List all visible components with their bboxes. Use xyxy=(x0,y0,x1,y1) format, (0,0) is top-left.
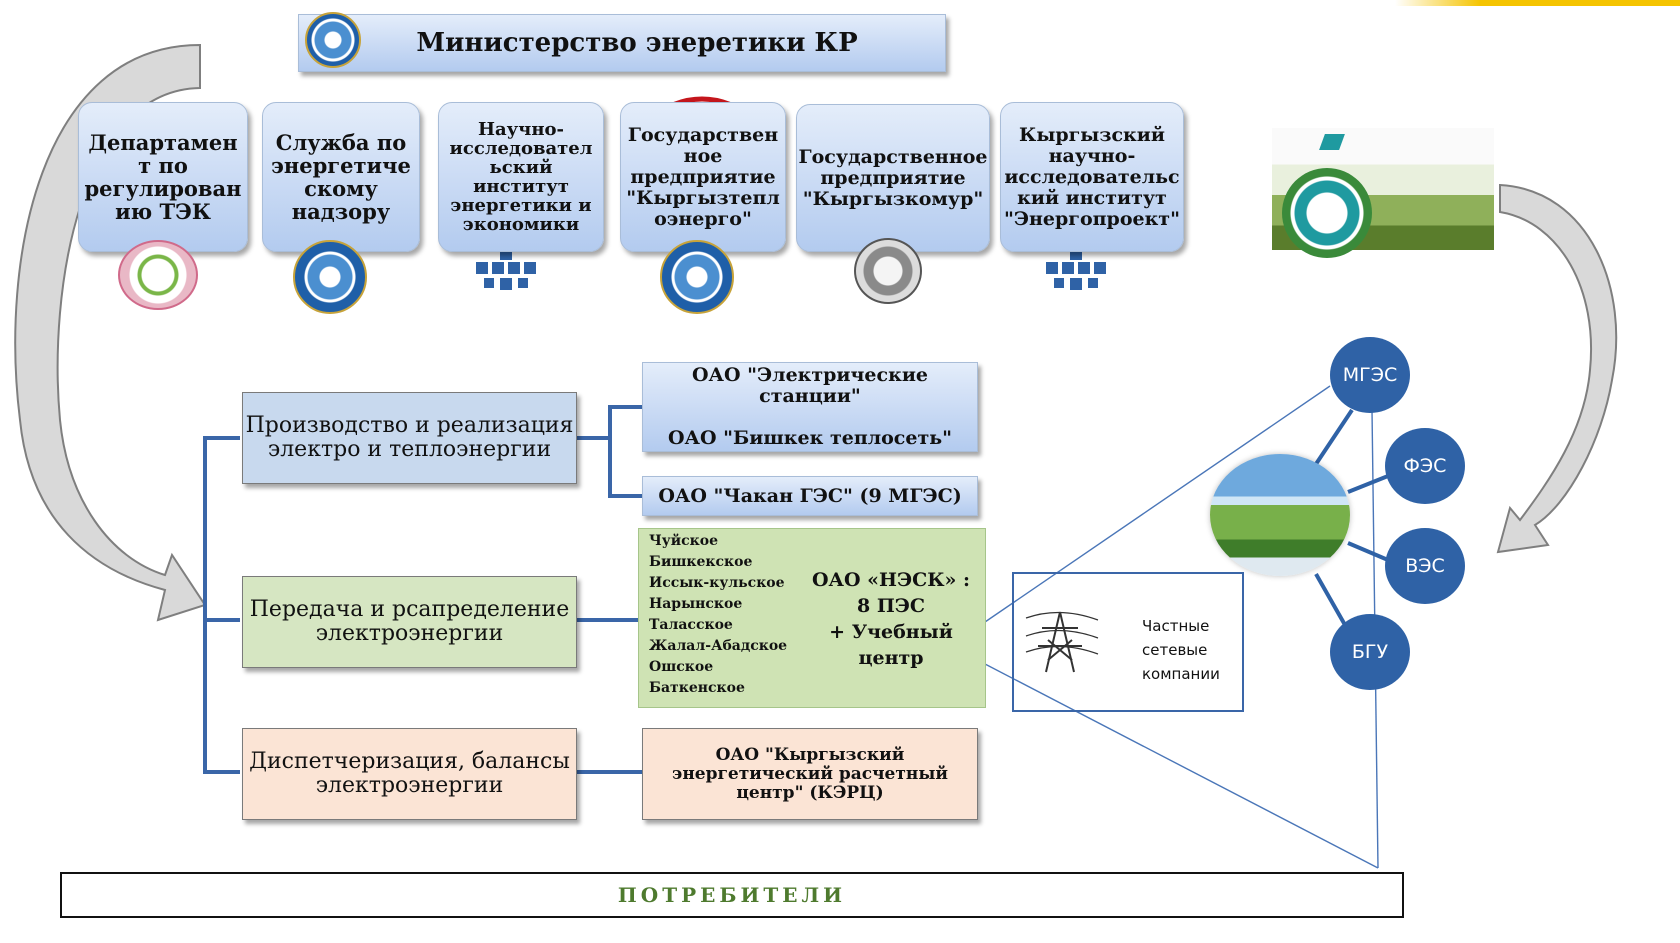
renewables-landscape-image xyxy=(1210,454,1350,576)
green-energy-fund-logo xyxy=(1272,128,1494,258)
nesk-region-item: Бишкекское xyxy=(649,554,753,570)
right-curved-arrow xyxy=(1496,183,1618,554)
agency-energoproekt: Кыргызский научно- исследовательс кий ин… xyxy=(1000,102,1184,252)
ministry-title: Министерство энеретики КР xyxy=(416,28,858,58)
function-production: Производство и реализация электро и тепл… xyxy=(242,392,577,484)
private-network-companies: Частные сетевые компании xyxy=(1012,572,1244,712)
fund-small-logo-icon xyxy=(1319,134,1345,150)
agency-energy-supervision: Служба по энергетиче скому надзору xyxy=(262,102,420,252)
function-dispatch: Диспетчеризация, балансы электроэнергии xyxy=(242,728,577,820)
accent-bar xyxy=(1395,0,1680,6)
org-chakan-ges: ОАО "Чакан ГЭС" (9 МГЭС) xyxy=(642,476,978,516)
function-transmission: Передача и рсапределение электроэнергии xyxy=(242,576,577,668)
agency-kyrgyzteploenergo: Государствен ное предприятие "Кыргызтепл… xyxy=(620,102,786,252)
agency-department-tek: Департамен т по регулирован ию ТЭК xyxy=(78,102,248,252)
teploenergo-emblem-icon xyxy=(660,240,734,314)
ministry-header: Министерство энеретики КР xyxy=(298,14,946,72)
private-network-label: Частные сетевые компании xyxy=(1142,617,1220,683)
nesk-region-item: Нарынское xyxy=(649,596,743,612)
supervision-emblem-icon xyxy=(293,240,367,314)
org-kerc: ОАО "Кыргызский энергетический расчетный… xyxy=(642,728,978,820)
energoproekt-logo-icon xyxy=(1046,248,1106,290)
nesk-region-item: Ошское xyxy=(649,659,714,675)
agency-research-institute: Научно- исследовател ьский институт энер… xyxy=(438,102,604,252)
renewable-bgu: БГУ xyxy=(1330,614,1410,690)
nesk-region-item: Иссык-кульское xyxy=(649,575,785,591)
nesk-label: ОАО «НЭСК» : 8 ПЭС + Учебный центр xyxy=(811,569,971,669)
consumers-bar: ПОТРЕБИТЕЛИ xyxy=(60,872,1404,918)
consumers-label: ПОТРЕБИТЕЛИ xyxy=(617,883,847,907)
org-power-stations: ОАО "Электрические станции" ОАО "Бишкек … xyxy=(642,362,978,452)
fund-emblem-icon xyxy=(1282,168,1372,258)
nesk-region-item: Баткенское xyxy=(649,680,745,696)
renewable-ves: ВЭС xyxy=(1385,528,1465,604)
renewable-mges: МГЭС xyxy=(1330,337,1410,413)
nesk-region-item: Чуйское xyxy=(649,533,719,549)
nesk-region-item: Жалал-Абадское xyxy=(649,638,788,654)
institute-logo-icon xyxy=(476,248,536,290)
ministry-emblem-icon xyxy=(305,12,361,68)
renewable-fes: ФЭС xyxy=(1385,428,1465,504)
left-curved-arrow xyxy=(14,43,207,622)
kyrgyzkomur-emblem-icon xyxy=(854,238,922,304)
department-tek-seal-icon xyxy=(118,240,198,310)
nesk-region-item: Таласское xyxy=(649,617,733,633)
power-pylon-icon xyxy=(1025,611,1099,673)
agency-kyrgyzkomur: Государственное предприятие "Кыргызкомур… xyxy=(796,104,990,252)
